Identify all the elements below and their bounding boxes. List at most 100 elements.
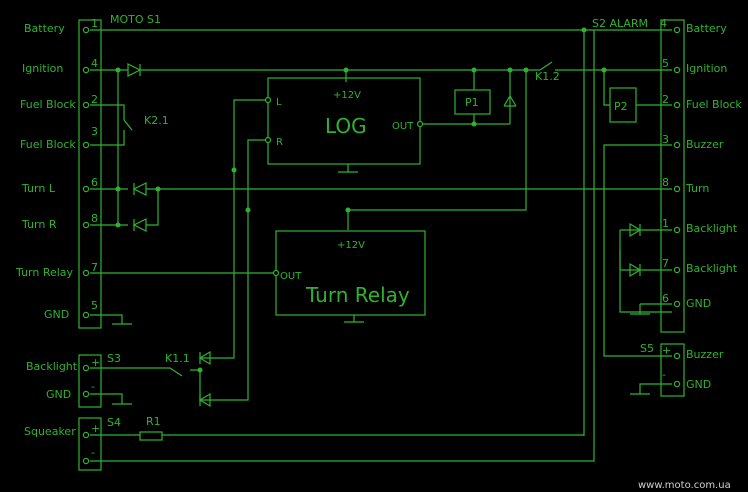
s2-pin-number: 5 <box>662 57 669 70</box>
pin-dot <box>82 364 90 372</box>
junction <box>115 222 121 228</box>
s2-pin-turn: 8 Turn <box>662 176 709 195</box>
log-input-r: R <box>276 137 283 148</box>
connector-s5: S5 + Buzzer - GND <box>640 342 724 397</box>
s2-pin-label: Buzzer <box>686 138 724 151</box>
s2-pin-battery: 4 Battery <box>660 17 727 35</box>
diode-turn-r <box>132 218 147 232</box>
s2-pin-number: 8 <box>662 176 669 189</box>
resistor-r1: R1 <box>139 415 163 441</box>
p2-label: P2 <box>614 100 628 113</box>
connector-s4: S4 Squeaker + - <box>24 416 121 471</box>
s3-pin-number: + <box>91 356 100 369</box>
s2-pin-gnd: 6 GND <box>662 292 711 310</box>
s3-body <box>78 354 102 408</box>
pin-dot <box>673 300 681 308</box>
wire-fuel-block <box>90 104 125 146</box>
s2-pin-backlight-7: 7 Backlight <box>662 257 738 275</box>
log-out-pin <box>416 120 424 128</box>
wire-p1 <box>473 70 511 125</box>
s5-body <box>660 343 685 397</box>
wire-p2 <box>603 70 672 106</box>
s1-pin-label: Fuel Block <box>20 138 76 151</box>
turn-relay-out-pin <box>272 269 280 277</box>
junction <box>245 207 251 213</box>
pin-dot <box>673 226 681 234</box>
log-title: LOG <box>325 114 367 138</box>
connector-s1: MOTO S1 Battery 1 Ignition 4 Fuel Block … <box>15 13 161 329</box>
pin-dot <box>82 185 90 193</box>
pin-dot <box>673 266 681 274</box>
pin-dot <box>673 141 681 149</box>
s2-pin-number: 1 <box>662 217 669 230</box>
turn-relay-block: +12V Turn Relay OUT <box>275 230 426 316</box>
wire-log-l <box>222 99 268 359</box>
s2-title: S2 ALARM <box>592 17 648 30</box>
s1-pin-number: 4 <box>91 57 98 70</box>
wire-log-r <box>222 139 268 401</box>
s1-pin-number: 8 <box>91 212 98 225</box>
junction <box>115 186 121 192</box>
s1-pin-number: 7 <box>91 261 98 274</box>
wire-backlight-gnd <box>619 250 672 313</box>
s1-pin-turn-l: Turn L 6 <box>21 176 98 195</box>
s1-pin-number: 3 <box>91 125 98 138</box>
pin-dot <box>673 101 681 109</box>
s2-pin-backlight-1: 1 Backlight <box>662 217 738 235</box>
s4-body <box>78 417 102 471</box>
pin-dot <box>82 66 90 74</box>
p1-label: P1 <box>465 96 479 109</box>
k21-switch <box>123 119 133 131</box>
s2-pin-number: 6 <box>662 292 669 305</box>
s1-pin-label: GND <box>44 308 69 321</box>
s1-pin-label: Turn Relay <box>15 266 74 279</box>
pin-dot <box>82 269 90 277</box>
s2-ground <box>630 303 672 315</box>
junction <box>231 167 237 173</box>
s4-pin-label: Squeaker <box>24 425 76 438</box>
wires <box>90 27 672 462</box>
wire-squeaker-neg <box>90 30 595 462</box>
s5-pin-label: Buzzer <box>686 348 724 361</box>
junction <box>345 207 351 213</box>
s2-pin-label: Backlight <box>686 222 738 235</box>
log-input-l: L <box>276 97 282 108</box>
s1-pin-label: Battery <box>24 22 65 35</box>
wire-turn-r <box>90 189 159 226</box>
log-output: OUT <box>392 121 414 132</box>
s3-pin-label: GND <box>46 388 71 401</box>
wire-buzzer <box>603 144 672 357</box>
p1-coil <box>454 89 491 115</box>
s5-title: S5 <box>640 342 654 355</box>
pin-dot <box>82 431 90 439</box>
s1-pin-battery: Battery 1 <box>24 17 98 35</box>
r1-label: R1 <box>146 415 161 428</box>
pin-dot <box>673 185 681 193</box>
s1-pin-number: 1 <box>91 17 98 30</box>
relay-p2: P2 <box>609 87 637 123</box>
wire-turn-relay-supply <box>347 70 527 230</box>
turn-relay-title: Turn Relay <box>305 283 410 307</box>
diode-flyback <box>503 94 517 107</box>
k11-switch <box>90 367 183 377</box>
s2-pin-label: GND <box>686 297 711 310</box>
s5-pin-label: GND <box>686 378 711 391</box>
s1-pin-label: Ignition <box>22 62 63 75</box>
s3-pin-number: - <box>91 380 95 393</box>
s1-pin-fuel-block-2: Fuel Block 2 <box>20 93 98 111</box>
log-l-pin <box>264 96 272 104</box>
s2-pin-number: 2 <box>662 93 669 106</box>
s5-pin-number: + <box>662 344 671 357</box>
s4-pin-number: + <box>91 422 100 435</box>
turn-relay-output: OUT <box>280 271 302 282</box>
s1-pin-label: Turn R <box>21 218 57 231</box>
diode-backlight-1 <box>629 222 642 238</box>
s2-pin-label: Fuel Block <box>686 98 742 111</box>
s2-pin-label: Backlight <box>686 262 738 275</box>
s1-pin-label: Turn L <box>21 182 56 195</box>
k11-label: K1.1 <box>165 352 190 365</box>
relay-p1: P1 <box>454 89 491 115</box>
connector-s2-alarm: S2 ALARM 4 Battery 5 Ignition 2 Fuel Blo… <box>592 17 742 333</box>
s5-pin-number: - <box>662 368 666 381</box>
s2-pin-fuel-block: 2 Fuel Block <box>662 93 742 111</box>
